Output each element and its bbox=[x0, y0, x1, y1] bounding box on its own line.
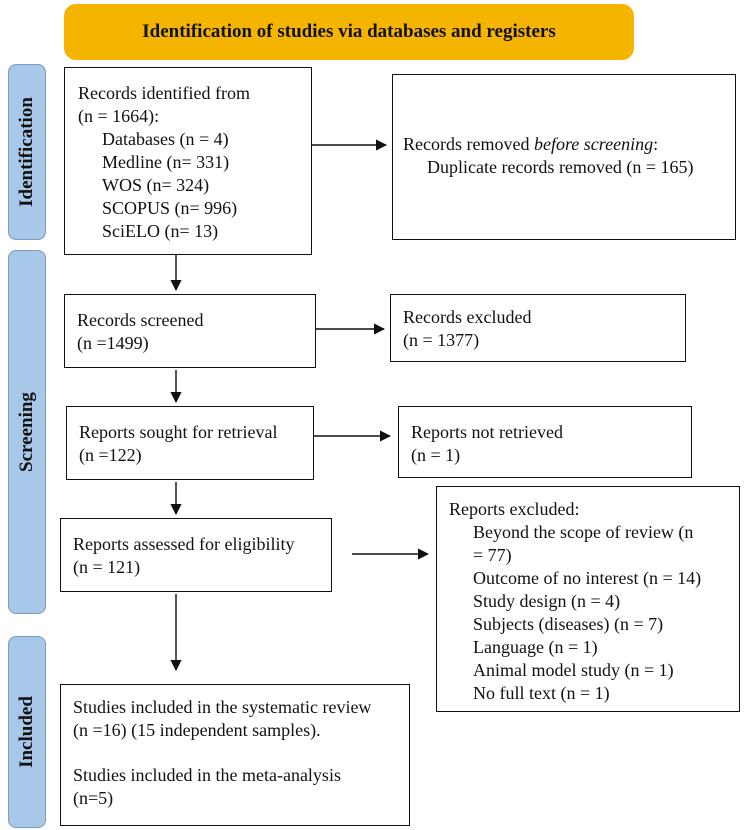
studies-included-box: Studies included in the systematic revie… bbox=[60, 684, 410, 826]
included-meta-count: (n=5) bbox=[73, 788, 114, 808]
not-retrieved-box: Reports not retrieved (n = 1) bbox=[398, 406, 692, 478]
reason-scope-count: = 77) bbox=[473, 545, 512, 565]
duplicates-removed: Duplicate records removed (n = 165) bbox=[427, 157, 694, 177]
header-banner: Identification of studies via databases … bbox=[64, 4, 634, 60]
phase-included: Included bbox=[8, 636, 46, 828]
excluded-count: (n = 1377) bbox=[403, 330, 480, 350]
removed-italic: before screening bbox=[533, 134, 654, 154]
source-databases: Databases (n = 4) bbox=[102, 129, 229, 149]
reason-fulltext: No full text (n = 1) bbox=[473, 683, 610, 703]
reason-subjects: Subjects (diseases) (n = 7) bbox=[473, 614, 664, 634]
screened-label: Records screened bbox=[77, 310, 204, 330]
assessed-count: (n = 121) bbox=[73, 557, 141, 577]
included-meta-label: Studies included in the meta-analysis bbox=[73, 765, 341, 785]
phase-identification: Identification bbox=[8, 64, 46, 240]
header-title: Identification of studies via databases … bbox=[142, 21, 556, 42]
removed-suffix: : bbox=[653, 134, 659, 154]
removed-title: Records removed before screening: bbox=[403, 133, 735, 156]
source-scielo: SciELO (n= 13) bbox=[102, 221, 219, 241]
not-retrieved-label: Reports not retrieved bbox=[411, 422, 563, 442]
not-retrieved-count: (n = 1) bbox=[411, 445, 461, 465]
reason-outcome: Outcome of no interest (n = 14) bbox=[473, 568, 702, 588]
phase-screening: Screening bbox=[8, 250, 46, 614]
source-medline: Medline (n= 331) bbox=[102, 152, 230, 172]
records-screened-box: Records screened (n =1499) bbox=[64, 294, 316, 368]
reason-scope: Beyond the scope of review (n bbox=[473, 522, 694, 542]
reports-assessed-box: Reports assessed for eligibility (n = 12… bbox=[60, 518, 332, 592]
source-scopus: SCOPUS (n= 996) bbox=[102, 198, 238, 218]
screened-count: (n =1499) bbox=[77, 333, 149, 353]
reports-excluded-box: Reports excluded: Beyond the scope of re… bbox=[436, 486, 740, 712]
records-removed-box: Records removed before screening: Duplic… bbox=[392, 74, 736, 240]
reason-animal: Animal model study (n = 1) bbox=[473, 660, 674, 680]
records-identified-box: Records identified from (n = 1664): Data… bbox=[64, 67, 312, 255]
records-excluded-box: Records excluded (n = 1377) bbox=[390, 294, 686, 362]
sought-count: (n =122) bbox=[79, 445, 142, 465]
reason-design: Study design (n = 4) bbox=[473, 591, 621, 611]
removed-prefix: Records removed bbox=[403, 134, 534, 154]
excluded-label: Records excluded bbox=[403, 307, 532, 327]
included-review-label: Studies included in the systematic revie… bbox=[73, 697, 372, 717]
source-wos: WOS (n= 324) bbox=[102, 175, 210, 195]
identified-total: (n = 1664): bbox=[78, 106, 160, 126]
identified-title: Records identified from bbox=[78, 83, 250, 103]
reports-sought-box: Reports sought for retrieval (n =122) bbox=[66, 406, 314, 480]
reports-excluded-title: Reports excluded: bbox=[449, 499, 580, 519]
assessed-label: Reports assessed for eligibility bbox=[73, 534, 295, 554]
included-review-count: (n =16) (15 independent samples). bbox=[73, 720, 321, 740]
reason-language: Language (n = 1) bbox=[473, 637, 598, 657]
sought-label: Reports sought for retrieval bbox=[79, 422, 278, 442]
